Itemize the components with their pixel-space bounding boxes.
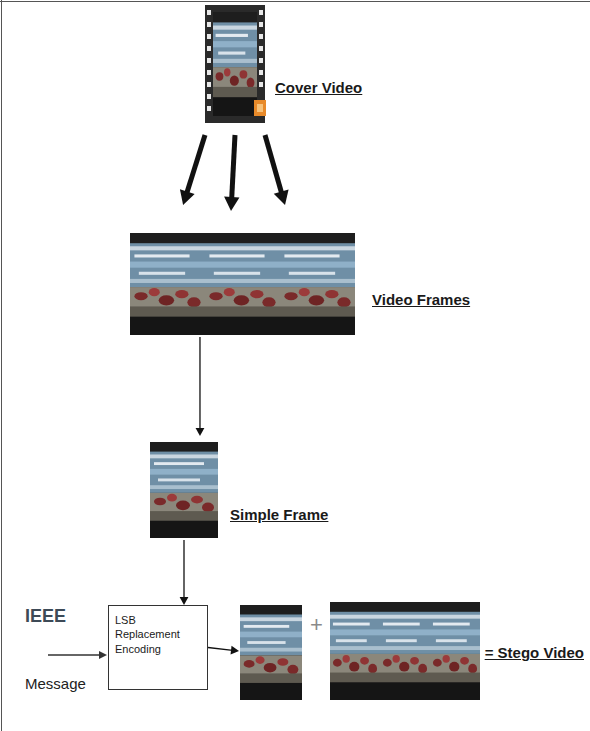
flow-arrow (180, 540, 189, 605)
arrow-head (180, 189, 195, 205)
video-frames: Video Frames (130, 233, 355, 335)
arrow-line (183, 540, 184, 599)
arrow-head (274, 189, 289, 205)
image-caption: Video Frames (372, 291, 470, 308)
arrow-line (232, 135, 235, 200)
plus-sign: + (310, 612, 323, 638)
image-caption: = Stego Video (485, 644, 584, 661)
cover-video: Cover Video (205, 5, 265, 123)
box-text: LSB Replacement Encoding (115, 613, 187, 656)
arrow-head (196, 428, 205, 436)
arrow-head (231, 646, 239, 655)
image-caption: Simple Frame (230, 506, 328, 523)
process-box: LSB Replacement Encoding (108, 605, 208, 690)
arrow-line (265, 135, 282, 194)
stego-video: = Stego Video (240, 600, 480, 702)
flow-arrow (224, 135, 239, 211)
arrow-head (224, 197, 239, 211)
flow-arrow (180, 135, 205, 205)
image-caption: Cover Video (275, 79, 362, 96)
message-label: Message (25, 675, 86, 692)
flow-arrow (196, 337, 205, 436)
source-label: IEEE (25, 606, 66, 627)
arrow-line (208, 648, 233, 651)
arrow-head (180, 597, 189, 605)
arrow-line (199, 337, 200, 430)
flow-arrow (265, 135, 289, 205)
simple-frame: Simple Frame (150, 442, 218, 538)
arrow-line (186, 135, 205, 194)
flow-arrow (208, 646, 239, 655)
